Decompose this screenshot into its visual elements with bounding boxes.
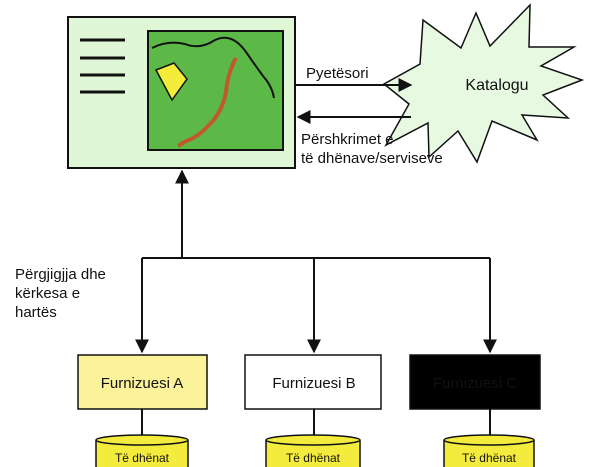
database-cylinder-top bbox=[95, 434, 189, 446]
client-catalog-flows: Pyetësori Përshkrimet e të dhënave/servi… bbox=[296, 65, 443, 167]
provider-connections bbox=[135, 169, 497, 354]
request-label-line3: hartës bbox=[15, 304, 57, 321]
request-label-line2: kërkesa e bbox=[15, 285, 80, 302]
provider-label: Furnizuesi A bbox=[101, 375, 184, 392]
road-line bbox=[151, 36, 275, 99]
description-label-line2: të dhënave/serviseve bbox=[301, 150, 443, 167]
database-cylinder bbox=[95, 440, 189, 467]
catalog-starburst bbox=[382, 3, 585, 164]
provider-a: Furnizuesi A Të dhënat bbox=[77, 354, 208, 467]
legend-lines bbox=[80, 38, 125, 94]
building-shape bbox=[154, 62, 188, 102]
data-label: Të dhënat bbox=[115, 451, 170, 465]
query-label: Pyetësori bbox=[306, 65, 369, 82]
provider-b: Furnizuesi B Të dhënat bbox=[244, 354, 382, 467]
data-label: Të dhënat bbox=[462, 451, 517, 465]
catalog: Katalogu bbox=[382, 3, 585, 164]
database-cylinder-top bbox=[265, 434, 361, 446]
database-cylinder bbox=[265, 440, 361, 467]
provider-label: Furnizuesi C bbox=[433, 375, 517, 392]
provider-box bbox=[244, 354, 382, 410]
request-label-line1: Përgjigjja dhe bbox=[15, 266, 106, 283]
description-label-line1: Përshkrimet e bbox=[301, 131, 394, 148]
river-line bbox=[176, 57, 238, 148]
provider-label: Furnizuesi B bbox=[272, 375, 355, 392]
data-label: Të dhënat bbox=[286, 451, 341, 465]
provider-box bbox=[409, 354, 541, 410]
database-cylinder bbox=[443, 440, 535, 467]
client-application bbox=[67, 16, 296, 169]
provider-box bbox=[77, 354, 208, 410]
database-cylinder-top bbox=[443, 434, 535, 446]
catalog-label: Katalogu bbox=[465, 77, 528, 94]
provider-c: Furnizuesi C Të dhënat bbox=[409, 354, 541, 467]
